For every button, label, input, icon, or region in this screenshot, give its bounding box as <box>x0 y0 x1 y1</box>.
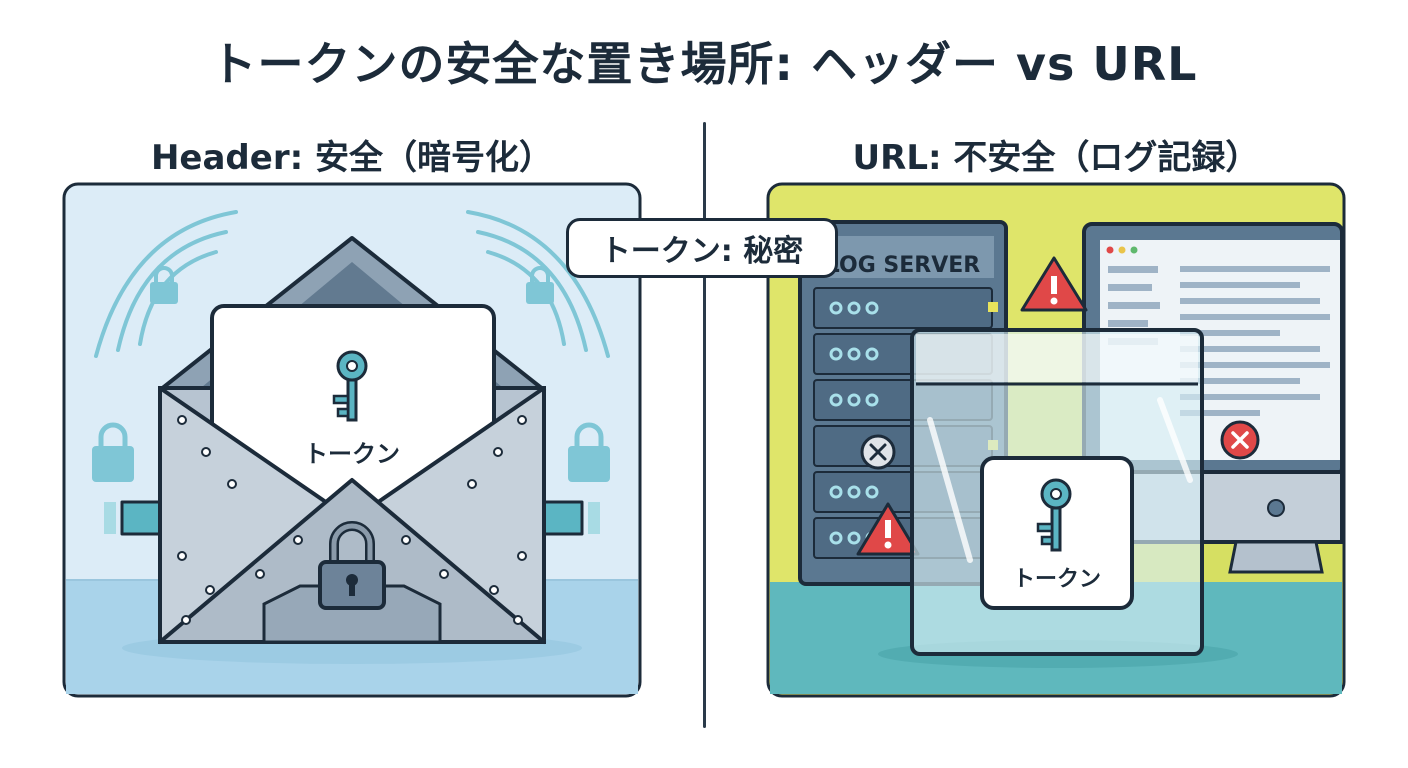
warning-icon <box>856 502 920 556</box>
close-icon <box>860 434 896 470</box>
key-icon <box>332 350 368 422</box>
main-title: トークンの安全な置き場所: ヘッダー vs URL <box>210 37 1198 91</box>
error-icon <box>1220 420 1260 460</box>
center-divider <box>703 122 706 728</box>
header-panel: トークン <box>62 182 642 698</box>
plastic-bag-icon: トークン <box>878 328 1238 668</box>
lock-icon <box>150 266 178 304</box>
lock-icon <box>526 266 554 304</box>
padlock-icon <box>318 521 386 610</box>
header-panel-heading: Header: 安全（暗号化） <box>150 138 554 178</box>
lock-icon <box>568 422 610 482</box>
log-server-label: LOG SERVER <box>826 253 981 278</box>
key-icon <box>1036 478 1072 552</box>
token-card-label: トークン <box>304 440 400 468</box>
token-secret-label: トークン: 秘密 <box>566 218 838 278</box>
lock-icon <box>92 422 134 482</box>
url-panel: LOG SERVER <box>766 182 1346 698</box>
token-card-label: トークン <box>1013 567 1101 592</box>
envelope-icon: トークン <box>122 236 582 664</box>
warning-icon <box>1020 256 1088 312</box>
monitor-icon <box>1082 222 1344 574</box>
url-panel-heading: URL: 不安全（ログ記録） <box>852 138 1260 178</box>
